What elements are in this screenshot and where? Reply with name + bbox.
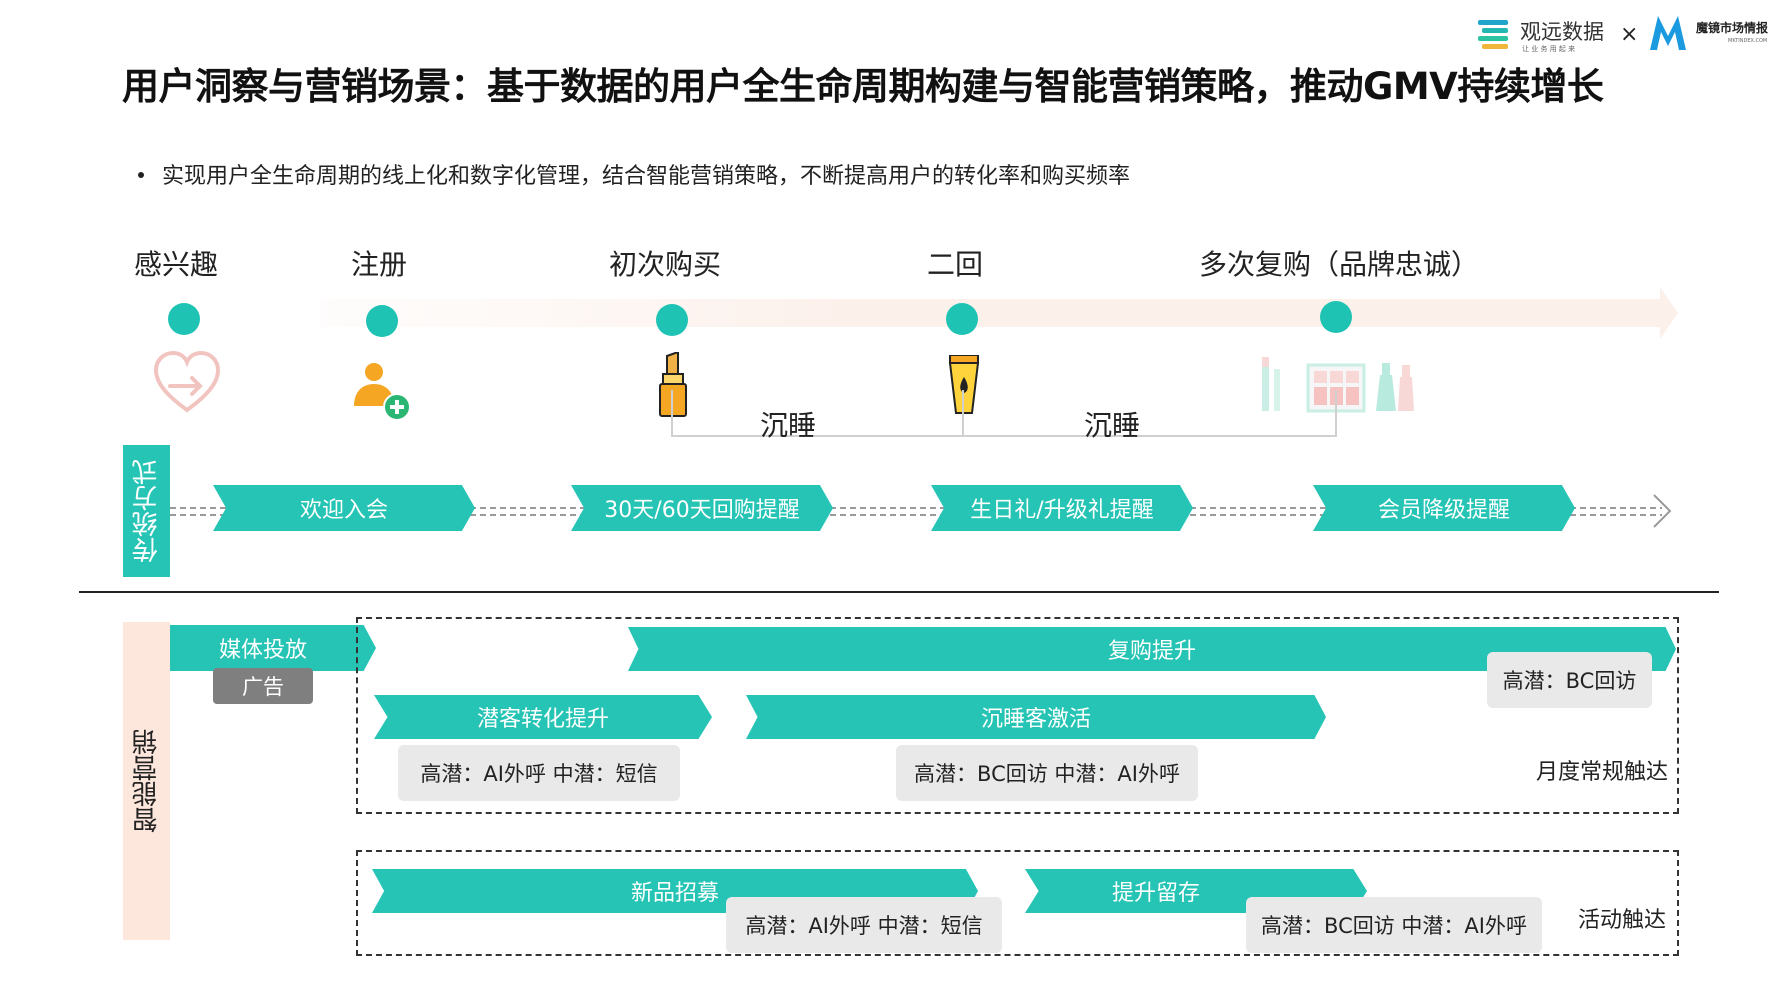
- repurchase-boost-chip: 高潜：BC回访: [1487, 652, 1652, 708]
- traditional-step-repurchase-reminder: 30天/60天回购提醒: [571, 485, 833, 531]
- new-product-recruit-chip: 高潜：AI外呼 中潜：短信: [726, 897, 1002, 953]
- monthly-routine-box: [356, 617, 1679, 814]
- campaign-reach-box: [356, 850, 1679, 956]
- monthly-reach-label: 月度常规触达: [1536, 760, 1669, 785]
- traditional-step-birthday-reminder: 生日礼/升级礼提醒: [931, 485, 1193, 531]
- prospect-conversion-arrow: 潜客转化提升: [374, 695, 712, 739]
- traditional-step-downgrade-reminder: 会员降级提醒: [1313, 485, 1575, 531]
- sleep-label-2: 沉睡: [1084, 409, 1141, 442]
- retention-boost-chip: 高潜：BC回访 中潜：AI外呼: [1246, 897, 1542, 953]
- dormant-reactivation-chip: 高潜：BC回访 中潜：AI外呼: [896, 745, 1198, 801]
- guanyuan-logo-tagline: 让 业 务 用 起 来: [1522, 45, 1576, 53]
- media-placement-tag: 媒体投放: [170, 625, 376, 671]
- user-add-icon: [354, 363, 411, 421]
- section-divider: [79, 591, 1719, 593]
- logo-times-sign: ×: [1620, 22, 1639, 47]
- retention-boost-arrow: 提升留存: [1025, 869, 1367, 913]
- timeline-node-second-purchase: [946, 303, 978, 335]
- sleep-bracket-2: [962, 390, 1337, 437]
- logo-guanyuan: 观远数据 让 业 务 用 起 来: [1478, 18, 1608, 56]
- traditional-method-label: 传统方式: [123, 445, 170, 577]
- timeline-node-register: [366, 305, 398, 337]
- timeline-node-loyal: [1320, 301, 1352, 333]
- dormant-reactivation-arrow: 沉睡客激活: [746, 695, 1326, 739]
- smart-marketing-label: 智能营销: [123, 622, 170, 940]
- guanyuan-logo-icon: [1478, 20, 1508, 49]
- traditional-step-welcome: 欢迎入会: [213, 485, 475, 531]
- timeline-node-interest: [168, 303, 200, 335]
- stage-register: 注册: [351, 248, 408, 281]
- stage-first-purchase: 初次购买: [609, 248, 722, 281]
- bullet-dot: [138, 172, 144, 178]
- timeline-band: [320, 287, 1678, 339]
- campaign-reach-label: 活动触达: [1578, 908, 1667, 933]
- sleep-label-1: 沉睡: [760, 409, 817, 442]
- logo-mojing: 魔镜市场情报 MKTINDEX.COM: [1648, 14, 1774, 54]
- guanyuan-logo-name: 观远数据: [1520, 20, 1604, 44]
- mojing-logo-icon: [1650, 16, 1686, 50]
- intro-bullet-text: 实现用户全生命周期的线上化和数字化管理，结合智能营销策略，不断提高用户的转化率和…: [162, 164, 1131, 189]
- mojing-logo-name: 魔镜市场情报: [1696, 21, 1769, 35]
- sleep-bracket-1: [671, 390, 964, 437]
- cosmetics-icon: [1262, 357, 1414, 413]
- prospect-conversion-chip: 高潜：AI外呼 中潜：短信: [398, 745, 680, 801]
- stage-loyal-repurchase: 多次复购（品牌忠诚）: [1199, 248, 1480, 281]
- heart-icon: [153, 350, 221, 413]
- lotion-bottle-icon: [948, 355, 980, 414]
- intro-bullet: 实现用户全生命周期的线上化和数字化管理，结合智能营销策略，不断提高用户的转化率和…: [138, 158, 1130, 190]
- stage-interest: 感兴趣: [134, 248, 219, 281]
- ad-tag: 广告: [213, 668, 313, 704]
- stage-second-purchase: 二回: [927, 248, 984, 281]
- timeline-node-first-purchase: [656, 304, 688, 336]
- mojing-logo-tagline: MKTINDEX.COM: [1728, 38, 1768, 44]
- page-title: 用户洞察与营销场景：基于数据的用户全生命周期构建与智能营销策略，推动GMV持续增…: [122, 65, 1604, 108]
